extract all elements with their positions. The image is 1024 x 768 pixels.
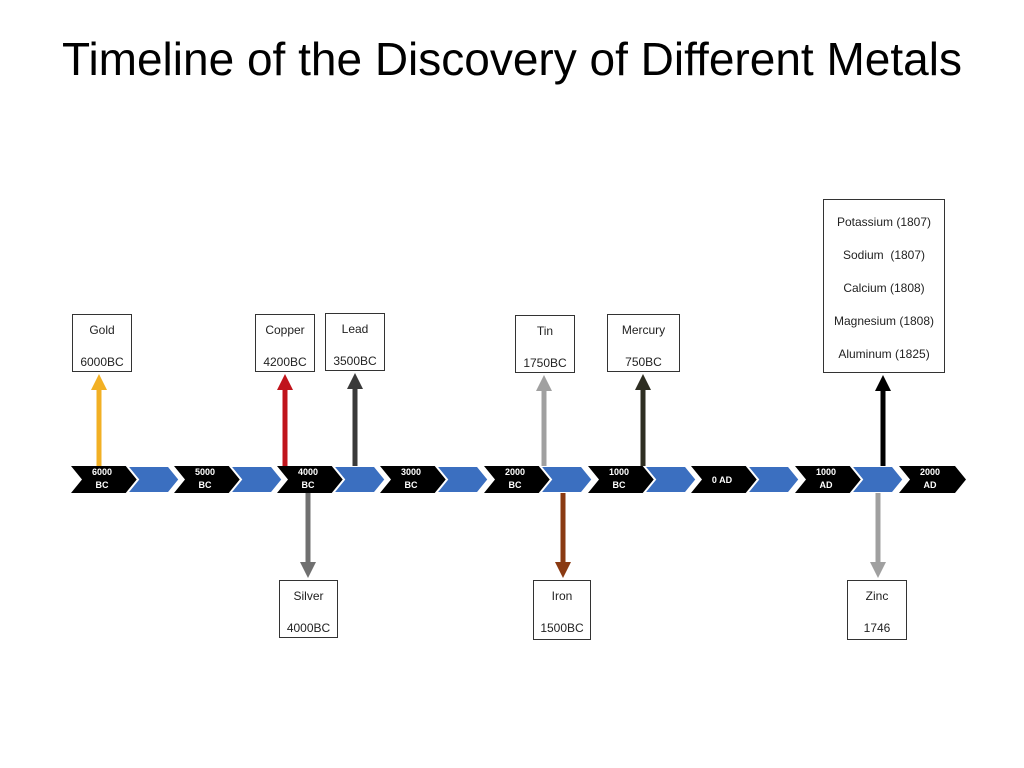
event-box-silver: Silver 4000BC [279, 580, 338, 638]
tick-chevron [588, 466, 655, 493]
event-date: 1500BC [540, 621, 584, 635]
tick-label-line2: BC [302, 480, 315, 490]
event-box-zinc: Zinc 1746 [847, 580, 907, 640]
event-box-tin: Tin 1750BC [515, 315, 575, 373]
event-name: Gold [89, 323, 115, 337]
tick-label-line1: 6000 [92, 467, 112, 477]
event-date: 6000BC [80, 355, 124, 369]
event-box-copper: Copper 4200BC [255, 314, 315, 372]
tick-label-line1: 1000 [816, 467, 836, 477]
event-box-mercury: Mercury 750BC [607, 314, 680, 372]
tick-label-line2: BC [405, 480, 418, 490]
event-name: Tin [536, 324, 554, 338]
interval-chevron [848, 465, 905, 494]
tick-chevron [174, 466, 241, 493]
event-date: 4200BC [263, 355, 307, 369]
interval-chevron [537, 465, 594, 494]
event-date: 750BC [625, 355, 662, 369]
event-name: Iron [551, 589, 573, 603]
tick-label-line2: BC [509, 480, 522, 490]
event-box-gold: Gold 6000BC [72, 314, 132, 372]
modern-metal-item: Magnesium (1808) [833, 314, 935, 328]
interval-chevron [641, 465, 698, 494]
tick-label-line1: 4000 [298, 467, 318, 477]
event-box-iron: Iron 1500BC [533, 580, 591, 640]
event-name: Mercury [621, 323, 666, 337]
tick-label-line1: 5000 [195, 467, 215, 477]
tick-label-line2: BC [199, 480, 212, 490]
tick-label-line1: 2000 [505, 467, 525, 477]
tick-chevron [691, 466, 758, 493]
interval-chevron [124, 465, 181, 494]
event-box-lead: Lead 3500BC [325, 313, 385, 371]
event-date: 3500BC [333, 354, 377, 368]
interval-chevron [227, 465, 284, 494]
modern-metal-item: Aluminum (1825) [838, 347, 930, 361]
modern-metal-item: Sodium (1807) [842, 248, 926, 262]
event-date: 1750BC [523, 356, 567, 370]
modern-metal-item: Potassium (1807) [836, 215, 932, 229]
tick-chevron [795, 466, 862, 493]
tick-chevron [277, 466, 344, 493]
event-arrows [90, 372, 892, 579]
tick-label-line2: BC [613, 480, 626, 490]
tick-label-line1: 3000 [401, 467, 421, 477]
event-date: 4000BC [286, 621, 331, 635]
tick-label-line1: 2000 [920, 467, 940, 477]
tick-chevron [899, 466, 966, 493]
tick-chevron [380, 466, 447, 493]
tick-chevron [71, 466, 138, 493]
event-name: Lead [341, 322, 369, 336]
tick-chevron [484, 466, 551, 493]
tick-label-line2: AD [924, 480, 937, 490]
tick-label-line1: 1000 [609, 467, 629, 477]
event-name: Zinc [865, 589, 889, 603]
event-name: Copper [265, 323, 305, 337]
tick-label-line2: BC [96, 480, 109, 490]
tick-label-line1: 0 AD [712, 475, 733, 485]
modern-metal-item: Calcium (1808) [843, 281, 925, 295]
event-box-modern-metals: Potassium (1807) Sodium (1807) Calcium (18… [823, 199, 945, 373]
interval-chevron [744, 465, 801, 494]
tick-label-line2: AD [820, 480, 833, 490]
interval-chevron [330, 465, 387, 494]
interval-chevron [433, 465, 490, 494]
event-date: 1746 [863, 621, 891, 635]
slide-title: Timeline of the Discovery of Different M… [62, 33, 962, 85]
event-name: Silver [293, 589, 324, 603]
